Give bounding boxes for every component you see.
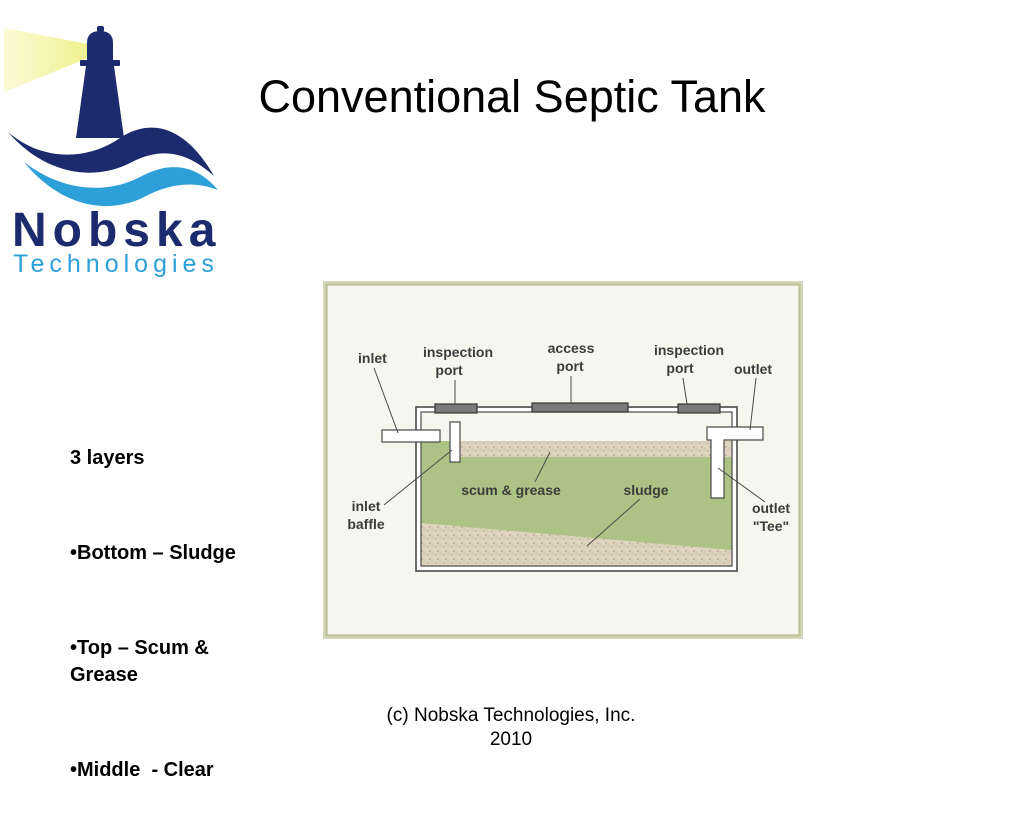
bullet-heading: 3 layers (70, 447, 145, 469)
sludge-layer (421, 523, 732, 566)
access-port (531, 402, 629, 413)
inlet-baffle (449, 421, 461, 463)
leader-line-scum (534, 451, 551, 483)
label-port-right: port (666, 360, 694, 376)
label-sludge: sludge (623, 482, 668, 498)
leader-line-inlet-baffle (383, 449, 453, 506)
scum-layer (460, 441, 732, 457)
copyright-year: 2010 (489, 729, 533, 750)
septic-tank-diagram: inlet inspection port access port inspec… (323, 281, 803, 639)
leader-line-outlet-tee (717, 467, 766, 503)
light-beam-icon (4, 28, 88, 92)
label-inlet-baffle-1: inlet (352, 498, 381, 514)
label-scum-grease: scum & grease (461, 482, 561, 498)
outlet-tee (706, 426, 764, 499)
lighthouse-knob (97, 26, 104, 32)
logo-tagline: Technologies (13, 250, 219, 278)
label-inspection-right: inspection (654, 342, 724, 358)
label-outlet-tee-1: outlet (752, 500, 790, 516)
slide-footer: (c) Nobska Technologies, Inc. 2010 (311, 704, 711, 752)
inspection-port-right (677, 403, 721, 414)
nobska-logo (4, 26, 218, 207)
slide-title: Conventional Septic Tank (258, 71, 766, 122)
bullet-item: •Middle - Clear (70, 759, 214, 781)
label-port-left: port (435, 362, 463, 378)
lighthouse-dome (87, 31, 113, 43)
logo-wordmark: Nobska (12, 204, 222, 257)
bullet-item: •Top – Scum & Grease (70, 637, 215, 686)
frame-highlight (323, 281, 803, 639)
leader-line-inspection-right (682, 377, 688, 405)
label-outlet-tee-2: "Tee" (753, 518, 789, 534)
copyright-text: (c) Nobska Technologies, Inc. (386, 705, 636, 726)
inspection-port-left (434, 403, 478, 414)
leader-lines (373, 367, 766, 547)
lighthouse-tower (76, 66, 124, 138)
bullet-item: •Bottom – Sludge (70, 542, 236, 564)
lighthouse-gallery (80, 60, 120, 66)
leader-line-sludge (586, 498, 641, 547)
lighthouse-lantern (87, 43, 113, 60)
lighthouse-icon (76, 26, 124, 138)
label-outlet: outlet (734, 361, 772, 377)
blue-wave-icon (24, 162, 218, 207)
label-inlet-baffle-2: baffle (347, 516, 385, 532)
leader-line-inlet (373, 367, 399, 434)
label-inlet: inlet (358, 350, 387, 366)
label-inspection-left: inspection (423, 344, 493, 360)
layer-bullet-list: 3 layers •Bottom – Sludge •Top – Scum & … (70, 391, 270, 825)
label-port-access: port (556, 358, 584, 374)
inlet-pipe (381, 429, 441, 443)
label-access: access (548, 340, 595, 356)
navy-wave-icon (8, 127, 214, 176)
leader-line-outlet (749, 377, 757, 431)
